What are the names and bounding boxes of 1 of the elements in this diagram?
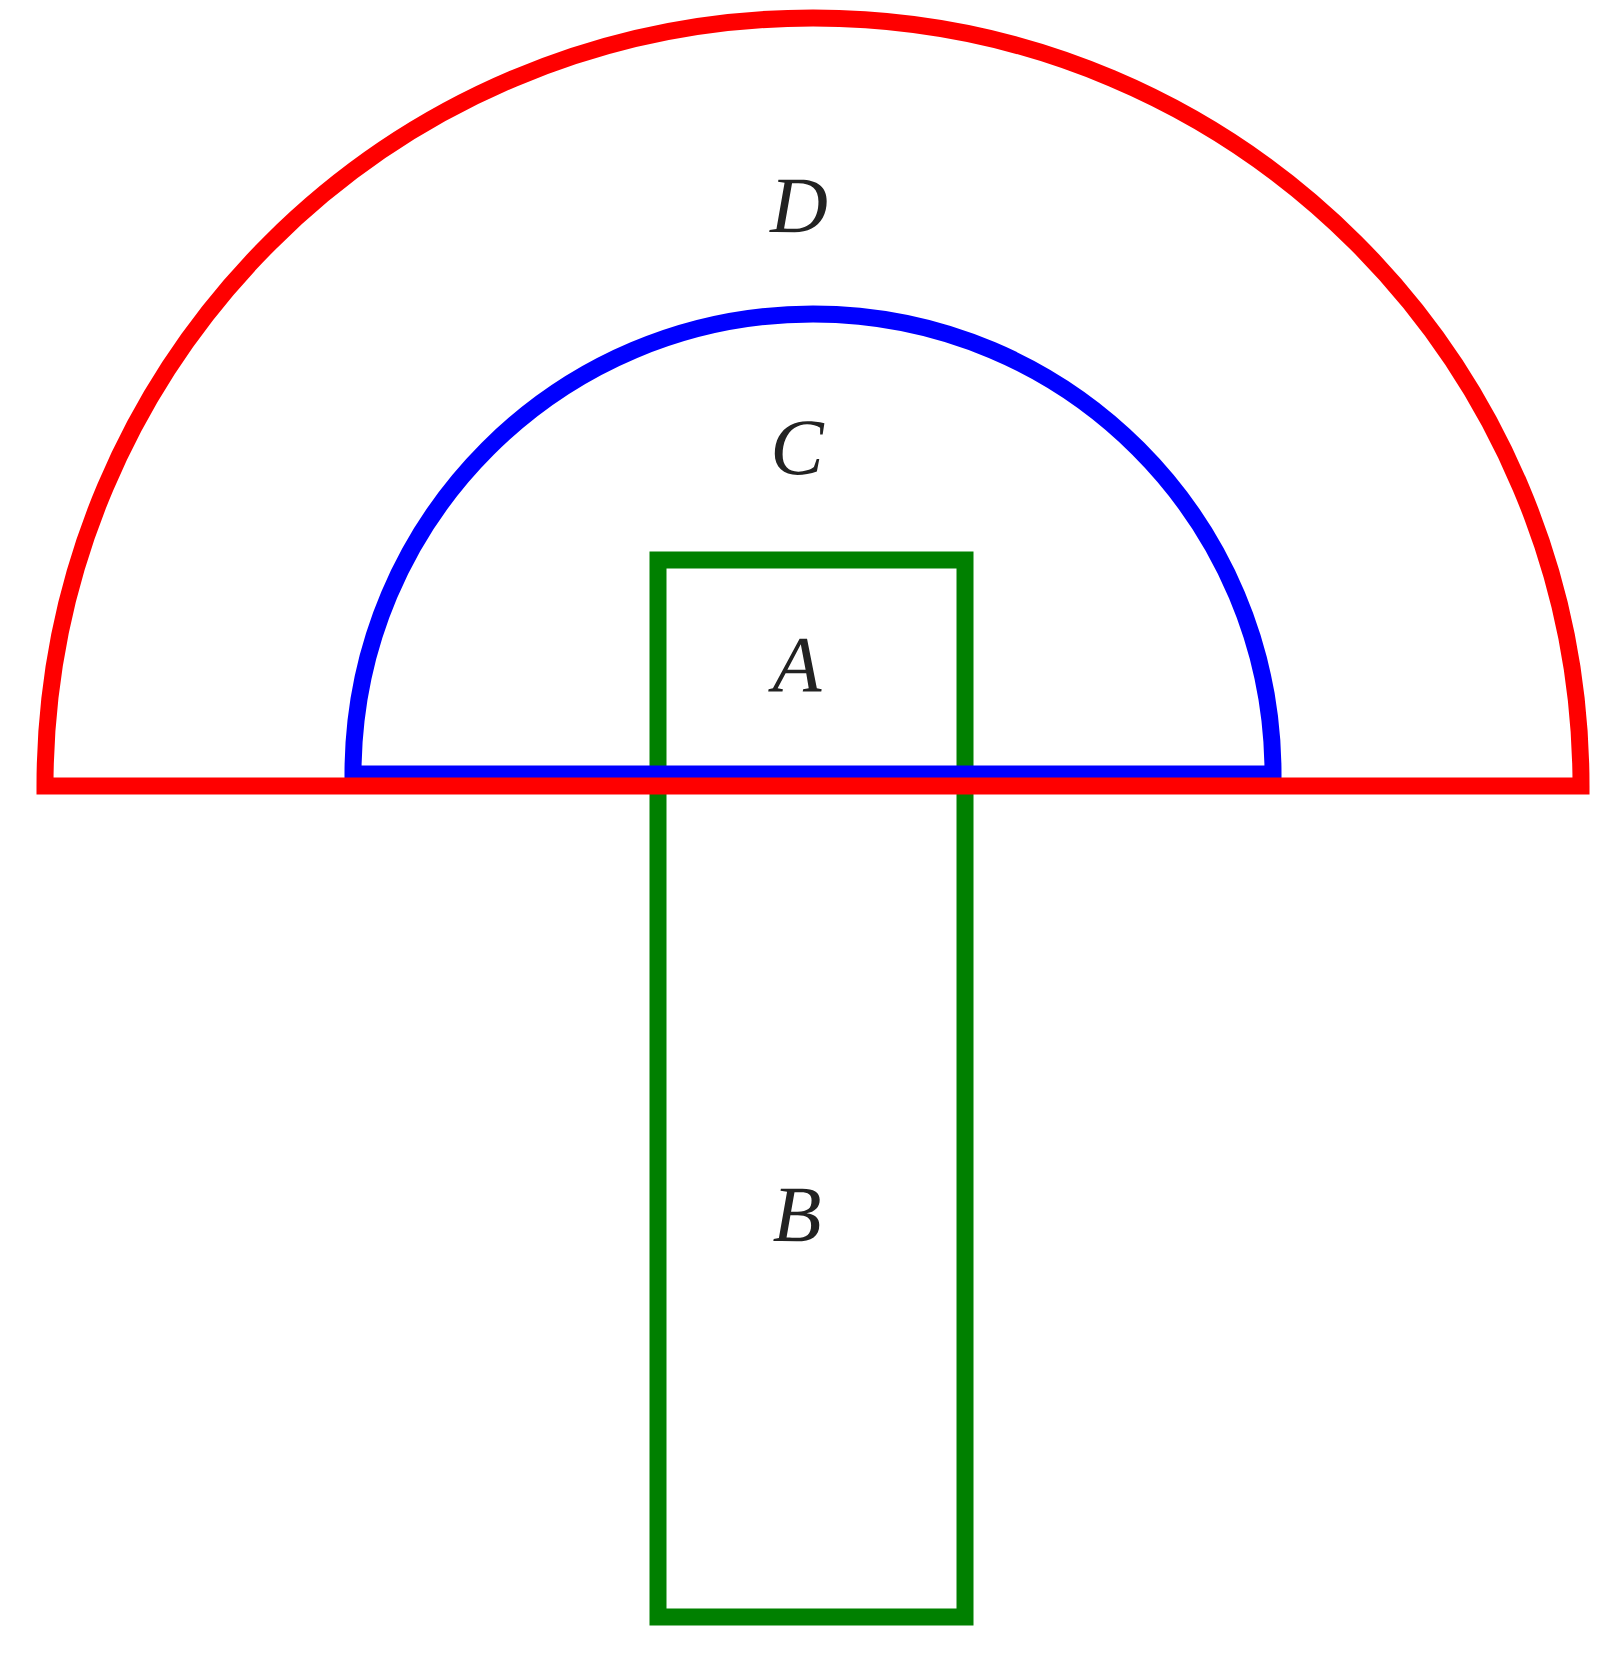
rectangle: A B (649, 551, 974, 1626)
